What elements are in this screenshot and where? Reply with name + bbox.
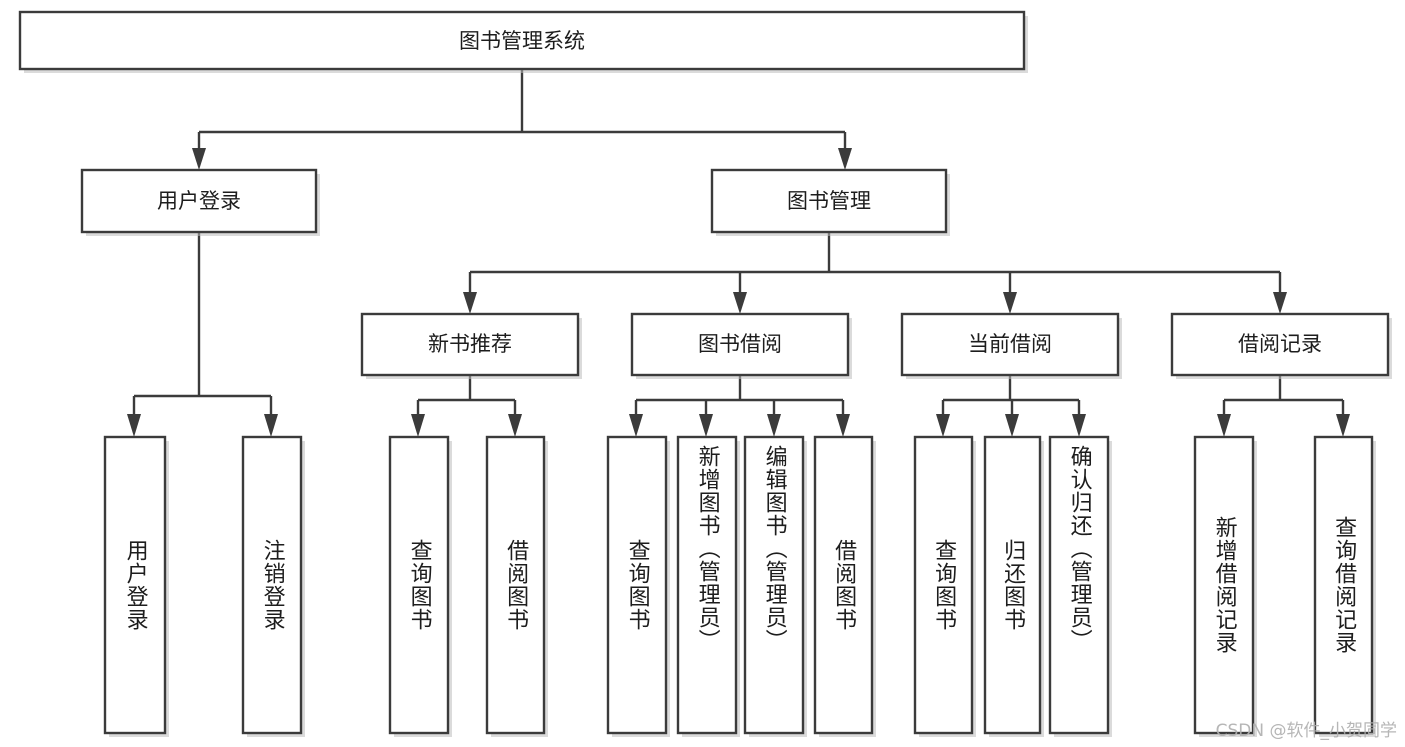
node-book-management[interactable]: 图书管理: [710, 168, 950, 236]
node-leaf-borrow-book-1[interactable]: [485, 435, 548, 737]
connector-bookmgmt-to-level3: [463, 232, 1287, 314]
connector-userlogin-to-leaves: [127, 232, 278, 437]
node-borrow-record[interactable]: 借阅记录: [1170, 312, 1392, 379]
node-root-label: 图书管理系统: [459, 29, 585, 53]
leaf-boxes: [103, 435, 1376, 737]
node-root[interactable]: 图书管理系统: [18, 10, 1028, 73]
node-current-borrow[interactable]: 当前借阅: [900, 312, 1122, 379]
connector-currentborrow-to-leaves: [936, 375, 1086, 437]
node-leaf-return-book[interactable]: [983, 435, 1044, 737]
node-leaf-query-book-3[interactable]: [913, 435, 976, 737]
node-leaf-logout[interactable]: [241, 435, 305, 737]
node-borrow-record-label: 借阅记录: [1238, 332, 1322, 356]
node-current-borrow-label: 当前借阅: [968, 332, 1052, 356]
connector-borrowrecord-to-leaves: [1217, 375, 1350, 437]
node-leaf-add-book[interactable]: [676, 435, 740, 737]
connector-root-to-level2: [192, 70, 852, 170]
node-book-borrow-label: 图书借阅: [698, 332, 782, 356]
node-book-management-label: 图书管理: [787, 189, 871, 213]
node-leaf-query-record[interactable]: [1313, 435, 1376, 737]
node-leaf-edit-book[interactable]: [743, 435, 807, 737]
node-user-login[interactable]: 用户登录: [80, 168, 320, 236]
node-leaf-query-book-2[interactable]: [606, 435, 670, 737]
node-new-book-recommend[interactable]: 新书推荐: [360, 312, 582, 379]
connector-newbook-to-leaves: [411, 375, 522, 437]
node-leaf-borrow-book-2[interactable]: [813, 435, 876, 737]
node-book-borrow[interactable]: 图书借阅: [630, 312, 852, 379]
node-leaf-confirm-return[interactable]: [1048, 435, 1112, 737]
node-new-book-recommend-label: 新书推荐: [428, 332, 512, 356]
node-user-login-label: 用户登录: [157, 189, 241, 213]
connector-bookborrow-to-leaves: [629, 375, 850, 437]
node-leaf-add-record[interactable]: [1193, 435, 1257, 737]
node-leaf-user-login[interactable]: [103, 435, 169, 737]
node-leaf-query-book-1[interactable]: [388, 435, 452, 737]
